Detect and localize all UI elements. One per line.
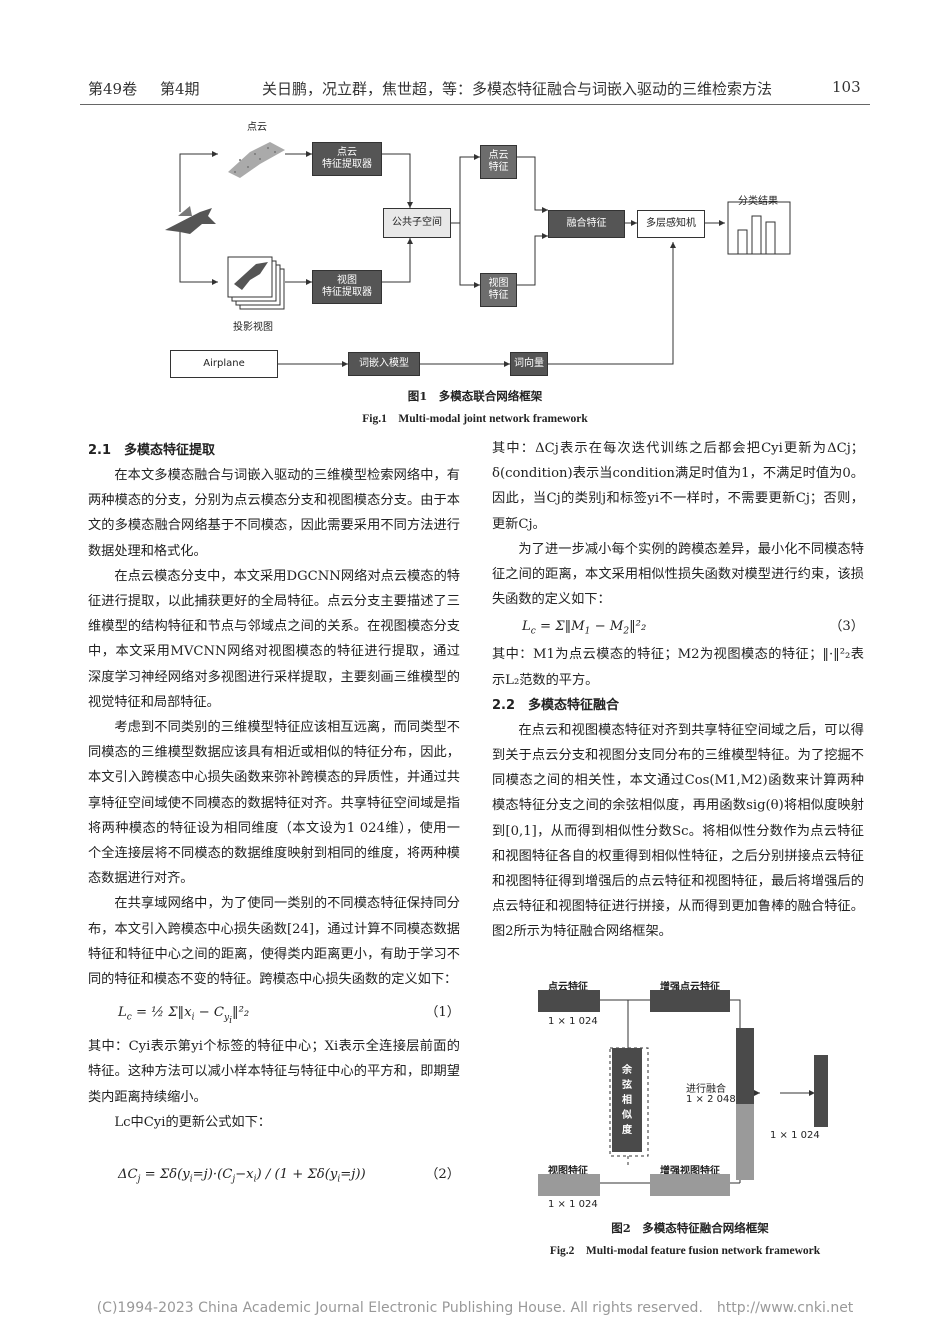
fig2-dim-4: 1 × 1 024 (548, 1199, 598, 1210)
label-proj-view: 投影视图 (233, 322, 273, 333)
figure-2-caption-en: Fig.2 Multi-modal feature fusion network… (549, 1245, 821, 1257)
fig2-concat-top (736, 1028, 754, 1104)
left-paragraph-5: 其中：Cyi表示第yi个标签的特征中心；Xi表示全连接层前面的特征。这种方法可以… (88, 1039, 460, 1105)
fig2-enh-pc-bar (650, 990, 730, 1012)
section-2-1-heading: 2.1 多模态特征提取 (88, 443, 216, 458)
equation-1: Lc = ½ Σ‖xi − Cyi‖²₂ （1） (88, 992, 460, 1034)
fig2-label-concat: 进行融合 (686, 1084, 726, 1095)
box-word-vec: 词向量 (510, 352, 548, 376)
fig2-output-bar (814, 1055, 828, 1127)
projection-views-icon (227, 256, 285, 310)
fig2-pc-feat-bar (538, 990, 600, 1012)
equation-3-formula: Lc = Σ‖M1 − M2‖²₂ (522, 619, 647, 638)
header-rule (80, 104, 870, 105)
section-2-2-heading: 2.2 多模态特征融合 (492, 697, 620, 713)
fig2-label-pc-feat: 点云特征 (548, 982, 588, 993)
page-number: 103 (832, 78, 861, 96)
fig2-dim-3: 1 × 1 024 (770, 1130, 820, 1141)
equation-1-number: （1） (425, 1005, 460, 1021)
left-paragraph-1: 在本文多模态融合与词嵌入驱动的三维模型检索网络中，有两种模态的分支，分别为点云模… (88, 468, 460, 559)
fig2-label-view-feat: 视图特征 (548, 1166, 588, 1177)
left-paragraph-2: 在点云模态分支中，本文采用DGCNN网络对点云模态的特征进行提取，以此捕获更好的… (88, 568, 460, 710)
fig2-label-enh-pc: 增强点云特征 (660, 982, 720, 993)
fig2-concat-bottom (736, 1104, 754, 1180)
box-airplane: Airplane (170, 350, 278, 378)
figure-1-connectors (165, 142, 791, 367)
figure-2-caption-cn: 图2 多模态特征融合网络框架 (611, 1221, 769, 1235)
box-shared-space: 公共子空间 (383, 208, 451, 238)
running-title: 关日鹏，况立群，焦世超，等：多模态特征融合与词嵌入驱动的三维检索方法 (262, 80, 773, 98)
equation-3: Lc = Σ‖M1 − M2‖²₂ （3） (492, 612, 864, 642)
fig2-label-enh-view: 增强视图特征 (660, 1166, 720, 1177)
point-cloud-icon (228, 142, 285, 178)
fig2-dim-1: 1 × 1 024 (548, 1016, 598, 1027)
left-paragraph-4: 在共享域网络中，为了使同一类别的不同模态特征保持同分布，本文引入跨模态中心损失函… (88, 896, 460, 988)
right-paragraph-3: 其中：M1为点云模态的特征；M2为视图模态的特征；‖·‖²₂表示L₂范数的平方。 (492, 647, 864, 688)
equation-2: ΔCj = Σδ(yi=j)·(Cj−xi) / (1 + Σδ(yi=j)) … (88, 1135, 460, 1215)
box-view-extractor: 视图 特征提取器 (312, 270, 382, 304)
equation-2-formula: ΔCj = Σδ(yi=j)·(Cj−xi) / (1 + Σδ(yi=j)) (118, 1167, 366, 1185)
right-paragraph-2: 为了进一步减小每个实例的跨模态差异，最小化不同模态特征之间的距离，本文采用相似性… (492, 541, 864, 608)
figure-1-caption-en: Fig.1 Multi-modal joint network framewor… (362, 413, 588, 425)
left-paragraph-6: Lc中Cyi的更新公式如下： (114, 1114, 271, 1130)
equation-3-number: （3） (829, 619, 864, 635)
right-paragraph-4: 在点云和视图模态特征对齐到共享特征空间域之后，可以得到关于点云分支和视图分支同分… (492, 722, 864, 940)
right-paragraph-1: 其中：ΔCj表示在每次迭代训练之后都会把Cyi更新为ΔCj；δ(conditio… (492, 441, 864, 532)
fig2-dim-2: 1 × 2 048 (686, 1094, 736, 1105)
fig2-view-feat-bar (538, 1174, 600, 1196)
journal-issue: 第4期 (160, 80, 200, 98)
box-fusion: 融合特征 (548, 210, 625, 238)
box-word-embed: 词嵌入模型 (348, 352, 420, 376)
box-pc-extractor: 点云 特征提取器 (312, 142, 382, 176)
journal-volume: 第49卷 (88, 80, 138, 98)
fig2-cosine-sim: 余 弦 相 似 度 (612, 1048, 642, 1152)
label-result: 分类结果 (738, 196, 778, 207)
equation-1-formula: Lc = ½ Σ‖xi − Cyi‖²₂ (118, 1005, 250, 1026)
left-column: 2.1 多模态特征提取 在本文多模态融合与词嵌入驱动的三维模型检索网络中，有两种… (88, 438, 460, 1215)
figure-1-caption-cn: 图1 多模态联合网络框架 (407, 389, 543, 403)
classification-bars-icon (727, 201, 791, 255)
box-mlp: 多层感知机 (637, 210, 705, 238)
left-paragraph-3: 考虑到不同类别的三维模型特征应该相互远离，而同类型不同模态的三维模型数据应该具有… (88, 720, 460, 887)
label-point-cloud: 点云 (247, 122, 267, 133)
airplane-icon (165, 206, 216, 234)
fig2-enh-view-bar (650, 1174, 730, 1196)
equation-2-number: （2） (425, 1167, 460, 1183)
copyright-footer: (C)1994-2023 China Academic Journal Elec… (96, 1300, 854, 1316)
box-view-feature: 视图 特征 (480, 273, 517, 307)
right-column: 其中：ΔCj表示在每次迭代训练之后都会把Cyi更新为ΔCj；δ(conditio… (492, 436, 864, 945)
box-pc-feature: 点云 特征 (480, 145, 517, 179)
